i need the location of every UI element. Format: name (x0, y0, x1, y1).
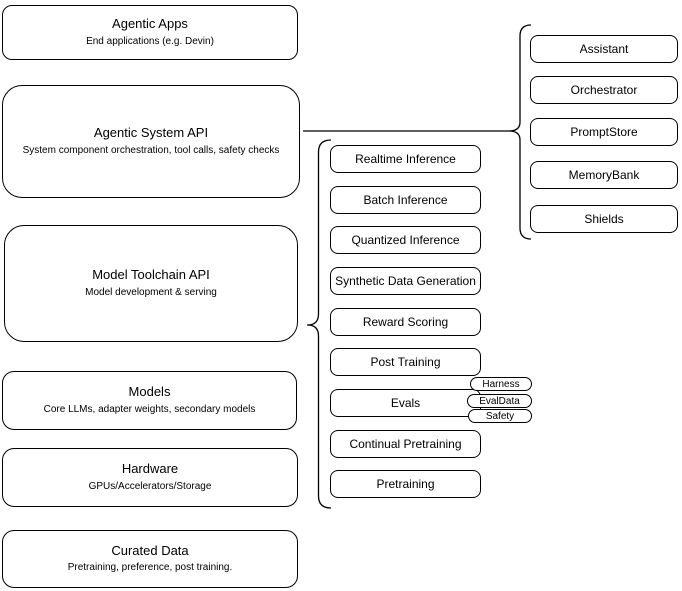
box-pretraining: Pretraining (330, 470, 481, 498)
box-models: Models Core LLMs, adapter weights, secon… (2, 371, 297, 430)
box-label: Shields (584, 212, 624, 226)
box-subtitle: System component orchestration, tool cal… (22, 144, 280, 156)
box-subtitle: Pretraining, preference, post training. (67, 562, 233, 574)
box-agentic-system-api: Agentic System API System component orch… (2, 85, 300, 198)
box-curated-data: Curated Data Pretraining, preference, po… (2, 530, 298, 588)
box-evals: Evals (330, 389, 481, 417)
pill-label: Harness (482, 378, 520, 390)
box-label: Pretraining (376, 477, 435, 491)
box-label: Synthetic Data Generation (335, 274, 476, 288)
box-promptstore: PromptStore (530, 118, 678, 146)
box-label: Realtime Inference (355, 152, 456, 166)
box-quantized-inference: Quantized Inference (330, 226, 481, 254)
box-subtitle: Model development & serving (85, 286, 217, 298)
box-label: PromptStore (570, 125, 638, 139)
box-title: Curated Data (111, 542, 189, 558)
box-title: Agentic Apps (112, 16, 188, 32)
box-batch-inference: Batch Inference (330, 186, 481, 214)
box-memorybank: MemoryBank (530, 161, 678, 189)
box-label: Quantized Inference (351, 233, 460, 247)
box-agentic-apps: Agentic Apps End applications (e.g. Devi… (2, 5, 298, 60)
box-label: Evals (390, 396, 421, 410)
box-title: Model Toolchain API (92, 267, 210, 283)
box-subtitle: End applications (e.g. Devin) (86, 35, 214, 47)
box-label: Batch Inference (363, 193, 448, 207)
pill-harness: Harness (470, 377, 532, 391)
box-assistant: Assistant (530, 35, 678, 63)
box-realtime-inference: Realtime Inference (330, 145, 481, 173)
box-reward-scoring: Reward Scoring (330, 308, 481, 336)
box-label: Post Training (370, 355, 441, 369)
box-label: Reward Scoring (362, 315, 449, 329)
box-title: Hardware (121, 461, 179, 477)
pill-label: Safety (485, 410, 515, 422)
box-label: MemoryBank (568, 168, 640, 182)
pill-evaldata: EvalData (467, 394, 532, 408)
system-components-bracket (508, 24, 532, 240)
box-hardware: Hardware GPUs/Accelerators/Storage (2, 448, 298, 507)
box-shields: Shields (530, 205, 678, 233)
box-label: Orchestrator (570, 83, 638, 97)
box-title: Models (128, 384, 171, 400)
box-continual-pretraining: Continual Pretraining (330, 430, 481, 458)
box-title: Agentic System API (93, 125, 209, 141)
box-model-toolchain-api: Model Toolchain API Model development & … (4, 225, 298, 342)
box-synthetic-data-generation: Synthetic Data Generation (330, 267, 481, 295)
box-subtitle: Core LLMs, adapter weights, secondary mo… (43, 403, 256, 415)
box-orchestrator: Orchestrator (530, 76, 678, 104)
pill-label: EvalData (479, 395, 520, 407)
box-label: Assistant (579, 42, 629, 56)
toolchain-bracket (306, 139, 332, 509)
box-post-training: Post Training (330, 348, 481, 376)
pill-safety: Safety (468, 409, 532, 423)
box-label: Continual Pretraining (349, 437, 462, 451)
box-subtitle: GPUs/Accelerators/Storage (88, 480, 212, 492)
